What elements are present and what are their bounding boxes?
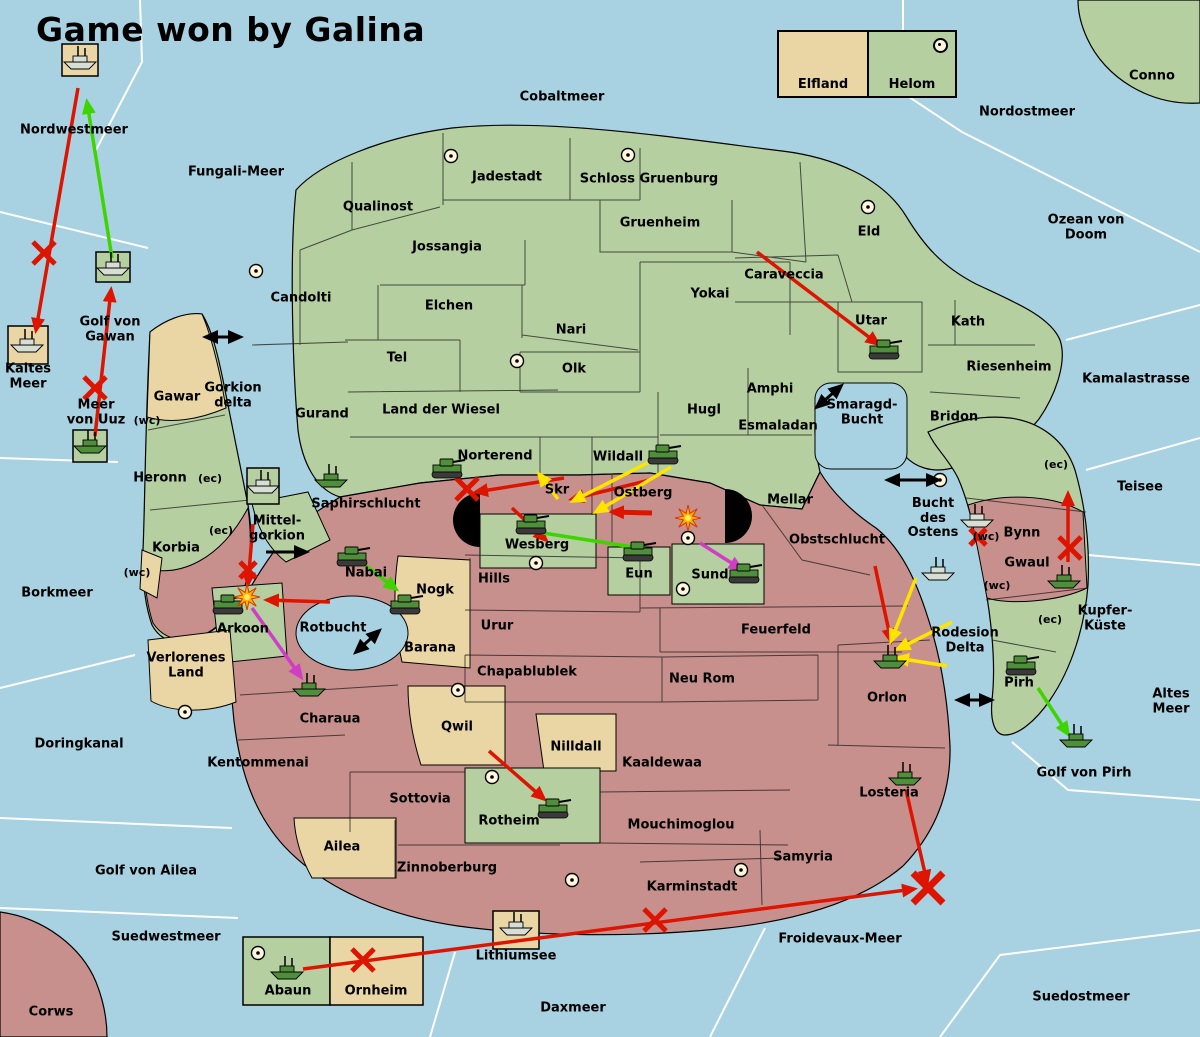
order-arrow-red: [263, 593, 331, 608]
unit-army[interactable]: [868, 339, 903, 360]
supply-center-dot: [860, 199, 876, 215]
unit-army[interactable]: [389, 594, 424, 615]
region-qwil: [407, 685, 506, 766]
map-legend: Elfland Helom: [777, 30, 957, 98]
order-arrow-support_green: [536, 530, 649, 555]
adjacency-arrow: [353, 628, 382, 655]
unit-fleet[interactable]: [62, 46, 98, 70]
unit-army[interactable]: [431, 458, 466, 479]
order-arrow-red: [608, 505, 653, 520]
standoff-x: [454, 476, 480, 502]
order-arrow-yellow: [592, 465, 672, 515]
order-arrow-red: [302, 883, 918, 971]
landmass-corws: [0, 911, 108, 1037]
supply-center-dot: [450, 682, 466, 698]
standoff-x: [238, 560, 258, 580]
unit-army[interactable]: [728, 563, 763, 584]
adjacency-arrow: [813, 383, 845, 410]
blockade-marker: [725, 489, 752, 543]
blockade-marker: [453, 493, 480, 547]
order-arrow-yellow: [888, 577, 918, 645]
supply-center-dot: [620, 147, 636, 163]
unit-fleet[interactable]: [269, 956, 305, 980]
unit-fleet[interactable]: [887, 762, 923, 786]
unit-army[interactable]: [537, 798, 572, 819]
territory-borders: [147, 133, 1089, 906]
order-arrow-yellow: [569, 457, 656, 503]
unit-fleet[interactable]: [1058, 724, 1094, 748]
legend-elfland: Elfland: [779, 32, 867, 96]
order-arrow-red: [873, 565, 896, 645]
unit-fleet[interactable]: [1046, 565, 1082, 589]
unit-army[interactable]: [622, 541, 657, 562]
supply-center-dot: [733, 862, 749, 878]
order-arrow-red: [904, 789, 932, 886]
standoff-x: [31, 240, 57, 266]
region-ailea: [293, 817, 397, 879]
unit-fleet[interactable]: [313, 464, 349, 488]
region-gawar: [146, 313, 227, 421]
battle-explosion: [674, 504, 702, 532]
unit-fleet[interactable]: [291, 673, 327, 697]
unit-fleet[interactable]: [872, 645, 908, 669]
order-arrow-support_green: [1036, 687, 1071, 738]
region-verlorenes-land: [147, 629, 237, 711]
unit-army[interactable]: [647, 444, 682, 465]
unit-fleet[interactable]: [959, 504, 995, 528]
unit-fleet[interactable]: [498, 912, 534, 936]
unit-fleet[interactable]: [72, 430, 108, 454]
order-arrow-red: [755, 250, 882, 347]
supply-center-dot: [248, 263, 264, 279]
unit-fleet[interactable]: [920, 557, 956, 581]
unit-box: [329, 936, 424, 1006]
order-arrow-support_green: [81, 98, 114, 259]
order-arrow-magenta: [250, 606, 304, 681]
supply-center-icon: [933, 38, 948, 53]
battle-explosion: [233, 583, 261, 611]
standoff-x: [350, 947, 376, 973]
supply-center-dot: [509, 353, 525, 369]
order-arrow-yellow: [894, 620, 953, 651]
standoff-x: [968, 527, 988, 547]
landmass-conno: [1077, 0, 1200, 104]
unit-army[interactable]: [336, 546, 371, 567]
legend-helom: Helom: [867, 32, 955, 96]
page-title: Game won by Galina: [36, 10, 426, 49]
standoff-x: [1057, 535, 1083, 561]
supply-center-dot: [675, 581, 691, 597]
standoff-x: [910, 870, 946, 906]
unit-fleet[interactable]: [245, 470, 281, 494]
legend-helom-label: Helom: [888, 77, 936, 92]
supply-center-dot: [564, 872, 580, 888]
supply-center-dot: [443, 148, 459, 164]
legend-elfland-label: Elfland: [797, 77, 849, 92]
standoff-x: [82, 375, 108, 401]
order-arrow-yellow: [893, 652, 948, 668]
order-arrow-red: [93, 286, 117, 437]
region-mittelgorkion: [251, 491, 331, 563]
unit-army[interactable]: [1005, 655, 1040, 676]
unit-fleet[interactable]: [95, 252, 131, 276]
supply-center-dot: [528, 555, 544, 571]
supply-center-dot: [484, 769, 500, 785]
supply-center-dot: [680, 530, 696, 546]
unit-fleet[interactable]: [9, 329, 45, 353]
standoff-x: [642, 907, 668, 933]
region-korbia-wc: [139, 549, 163, 599]
region-nilldall: [535, 713, 617, 772]
order-arrow-red: [31, 87, 80, 334]
supply-center-dot: [250, 945, 266, 961]
order-arrow-magenta: [699, 541, 745, 572]
order-arrow-yellow: [536, 470, 560, 501]
supply-center-dot: [177, 704, 193, 720]
order-arrow-red: [487, 749, 548, 802]
unit-army[interactable]: [515, 514, 550, 535]
